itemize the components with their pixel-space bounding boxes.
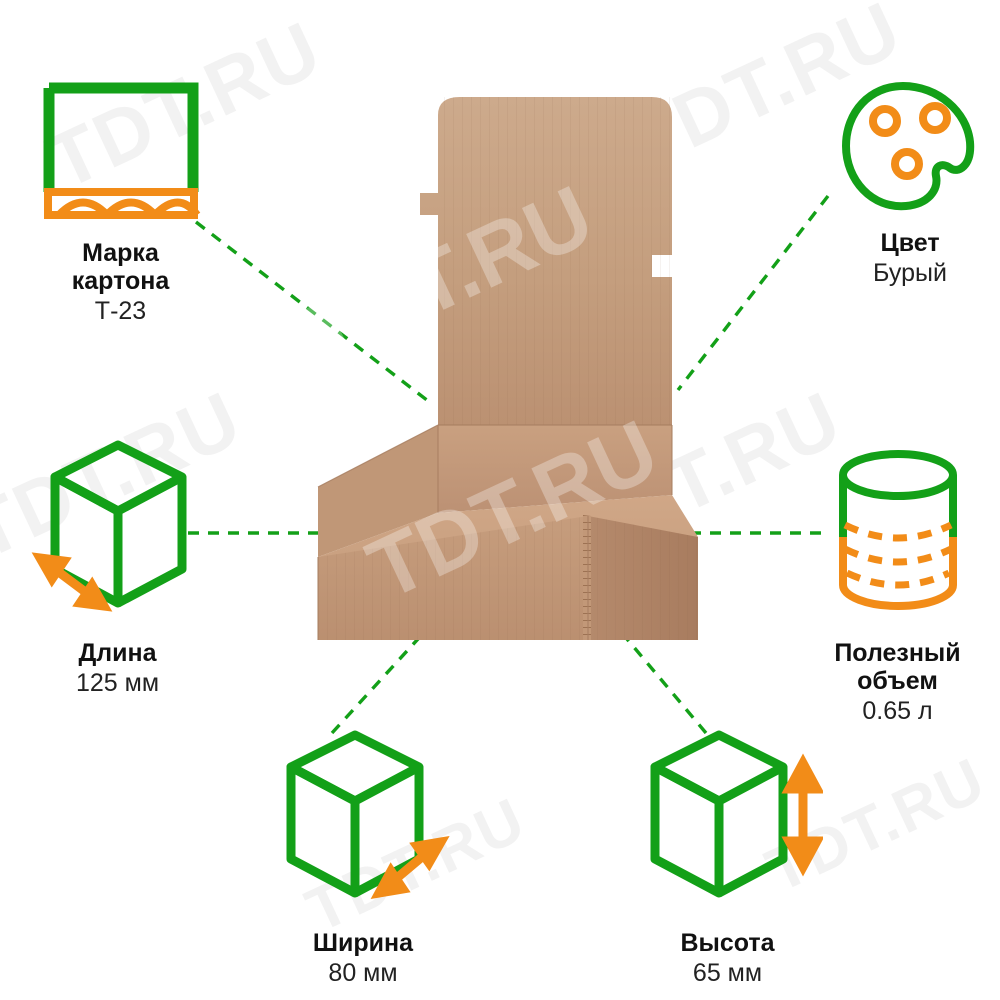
cube-length-icon bbox=[30, 435, 205, 630]
spec-volume-label: Полезный объем bbox=[834, 639, 961, 695]
connector-color bbox=[676, 194, 830, 392]
box-body bbox=[318, 515, 698, 681]
spec-width: Ширина 80 мм bbox=[248, 725, 478, 988]
spec-color-label: Цвет bbox=[880, 229, 940, 257]
cube-height-icon bbox=[633, 725, 825, 920]
spec-grade: Марка картона Т-23 bbox=[18, 80, 223, 326]
spec-volume: Полезный объем 0.65 л bbox=[800, 445, 995, 726]
palette-icon bbox=[840, 80, 980, 220]
spec-width-value: 80 мм bbox=[328, 959, 398, 987]
connector-height bbox=[620, 631, 708, 735]
box-illustration: TDT.RU TDT.RU bbox=[289, 97, 698, 681]
box-inner-back bbox=[438, 425, 672, 513]
spec-width-label: Ширина bbox=[312, 929, 414, 957]
cube-width-icon bbox=[263, 725, 463, 920]
spec-color: Цвет Бурый bbox=[830, 80, 990, 288]
spec-grade-label: Марка картона bbox=[71, 239, 170, 295]
product-image: TDT.RU TDT.RU bbox=[289, 95, 720, 681]
spec-color-value: Бурый bbox=[873, 259, 947, 287]
connector-width bbox=[330, 626, 430, 735]
corrugated-edge bbox=[583, 515, 591, 641]
corrugated-board-icon bbox=[41, 80, 201, 230]
spec-volume-value: 0.65 л bbox=[862, 697, 933, 725]
spec-height: Высота 65 мм bbox=[620, 725, 835, 988]
cylinder-volume-icon bbox=[823, 445, 973, 630]
spec-height-label: Высота bbox=[680, 929, 775, 957]
spec-length: Длина 125 мм bbox=[10, 435, 225, 698]
spec-length-value: 125 мм bbox=[75, 669, 160, 697]
spec-grade-value: Т-23 bbox=[94, 297, 147, 325]
connector-grade bbox=[194, 220, 434, 406]
spec-length-label: Длина bbox=[78, 639, 157, 667]
spec-height-value: 65 мм bbox=[692, 959, 763, 987]
